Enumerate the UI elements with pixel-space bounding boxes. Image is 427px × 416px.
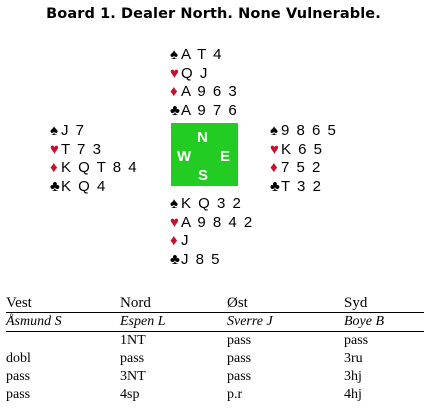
club-icon: ♣	[50, 177, 60, 195]
bid-cell: p.r	[227, 387, 243, 402]
north-hand: ♠A T 4 ♥Q J ♦A 9 6 3 ♣A 9 7 6	[170, 46, 238, 120]
bid-cell: 3NT	[120, 369, 146, 384]
club-icon: ♣	[270, 177, 280, 195]
diamond-icon: ♦	[270, 159, 278, 176]
east-diamonds: ♦7 5 2	[270, 159, 322, 176]
diamond-icon: ♦	[50, 159, 58, 176]
bid-cell: pass	[344, 333, 369, 348]
spade-icon: ♠	[50, 122, 58, 139]
bid-cell: pass	[227, 333, 252, 348]
bid-cell: 4hj	[344, 387, 362, 402]
diamond-icon: ♦	[170, 83, 178, 100]
east-clubs: ♣T 3 2	[270, 177, 323, 195]
spade-icon: ♠	[270, 122, 278, 139]
bid-row: pass 4sp p.r 4hj	[6, 386, 424, 404]
bid-cell: pass	[227, 351, 252, 366]
bid-cell: pass	[120, 351, 145, 366]
heart-icon: ♥	[50, 140, 59, 158]
spade-icon: ♠	[170, 46, 178, 63]
compass-south: S	[198, 167, 209, 184]
bid-cell: pass	[227, 369, 252, 384]
bid-cell: 3ru	[344, 351, 363, 366]
header-syd: Syd	[344, 294, 424, 313]
west-hearts: ♥T 7 3	[50, 140, 103, 158]
bid-cell: pass	[6, 387, 31, 402]
bid-cell	[6, 332, 120, 351]
bid-cell: 3hj	[344, 369, 362, 384]
south-hearts: ♥A 9 8 4 2	[170, 213, 254, 231]
header-nord: Nord	[120, 294, 227, 313]
header-vest: Vest	[6, 294, 120, 313]
bid-cell: 1NT	[120, 333, 146, 348]
east-hand: ♠9 8 6 5 ♥K 6 5 ♦7 5 2 ♣T 3 2	[270, 122, 337, 196]
bidding-header-row: Vest Nord Øst Syd	[6, 294, 424, 313]
player-south: Boye B	[344, 312, 424, 332]
club-icon: ♣	[170, 101, 180, 119]
south-diamonds: ♦J	[170, 232, 190, 249]
bid-row: 1NT pass pass	[6, 332, 424, 351]
compass-box: N W E S	[171, 123, 238, 186]
club-icon: ♣	[170, 250, 180, 268]
players-row: Åsmund S Espen L Sverre J Boye B	[6, 312, 424, 332]
bid-cell: dobl	[6, 351, 31, 366]
board-title: Board 1. Dealer North. None Vulnerable.	[46, 6, 381, 22]
spade-icon: ♠	[170, 195, 178, 212]
south-spades: ♠K Q 3 2	[170, 195, 243, 212]
bid-cell: 4sp	[120, 387, 140, 402]
bid-row: dobl pass pass 3ru	[6, 350, 424, 368]
north-hearts: ♥Q J	[170, 64, 209, 82]
bid-cell: pass	[6, 369, 31, 384]
compass-north: N	[197, 129, 208, 146]
heart-icon: ♥	[170, 213, 179, 231]
player-west: Åsmund S	[6, 312, 120, 332]
north-spades: ♠A T 4	[170, 46, 223, 63]
player-north: Espen L	[120, 312, 227, 332]
south-clubs: ♣J 8 5	[170, 250, 222, 268]
header-ost: Øst	[227, 294, 344, 313]
east-spades: ♠9 8 6 5	[270, 122, 338, 139]
player-east: Sverre J	[227, 312, 344, 332]
north-diamonds: ♦A 9 6 3	[170, 83, 239, 100]
west-spades: ♠J 7	[50, 122, 86, 139]
heart-icon: ♥	[270, 140, 279, 158]
west-diamonds: ♦K Q T 8 4	[50, 159, 139, 176]
west-clubs: ♣K Q 4	[50, 177, 107, 195]
north-clubs: ♣A 9 7 6	[170, 101, 239, 119]
heart-icon: ♥	[170, 64, 179, 82]
bidding-table: Vest Nord Øst Syd Åsmund S Espen L Sverr…	[6, 294, 424, 404]
east-hearts: ♥K 6 5	[270, 140, 324, 158]
bid-row: pass 3NT pass 3hj	[6, 368, 424, 386]
diamond-icon: ♦	[170, 232, 178, 249]
compass-east: E	[220, 148, 231, 165]
south-hand: ♠K Q 3 2 ♥A 9 8 4 2 ♦J ♣J 8 5	[170, 195, 254, 269]
compass-west: W	[177, 148, 192, 165]
west-hand: ♠J 7 ♥T 7 3 ♦K Q T 8 4 ♣K Q 4	[50, 122, 138, 196]
